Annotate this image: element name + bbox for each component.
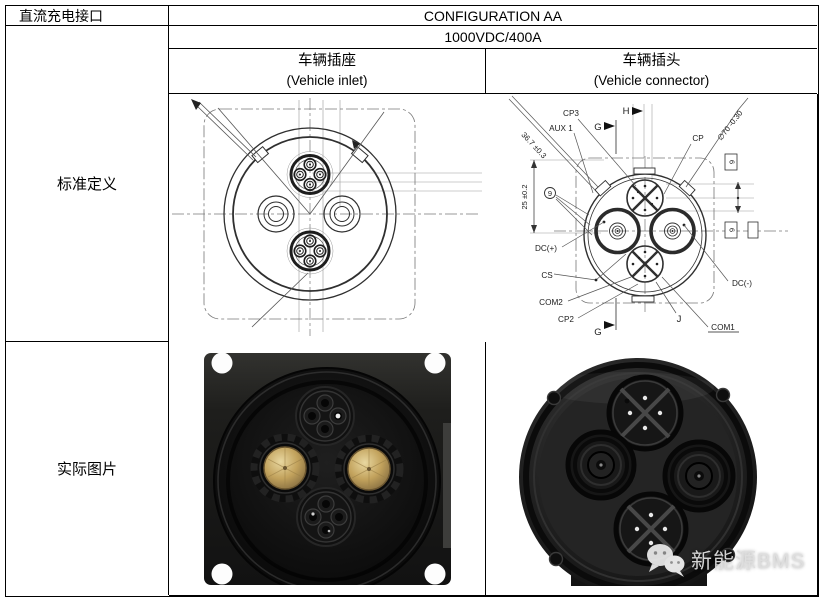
connector-dc-plus-contact <box>594 207 641 255</box>
inlet-flag-mark <box>352 140 360 149</box>
standard-definition-label: 标准定义 <box>56 176 117 193</box>
label-circled9: 9 <box>548 189 552 198</box>
connector-header-zh: 车辆插头 <box>622 53 681 70</box>
connector-top-tab <box>633 167 656 175</box>
pin-glint <box>311 512 315 516</box>
cell-rating: 1000VDC/400A <box>169 26 817 49</box>
connector-photo-rim <box>523 362 753 586</box>
inlet-photo-dc-plus-terminal <box>250 433 320 503</box>
rating-value: 1000VDC/400A <box>444 29 542 45</box>
connector-bottom-tab <box>631 295 655 303</box>
label-cp3: CP3 <box>563 109 579 118</box>
inlet-bottom-pin-cluster <box>286 227 334 275</box>
inlet-photo-recess <box>213 367 441 585</box>
connector-photo-rim2 <box>533 372 743 582</box>
wechat-icon <box>647 544 685 577</box>
box-6-top: 6 <box>728 160 737 164</box>
vehicle-inlet-photo <box>204 353 451 585</box>
inlet-top-pin-cluster <box>286 151 334 198</box>
circled9-ring <box>544 187 556 199</box>
inlet-shell-circle <box>223 127 397 301</box>
label-cp: CP <box>692 134 704 143</box>
label-com1: COM1 <box>711 323 735 332</box>
inlet-dc-plus-contact <box>257 195 295 233</box>
inlet-inner-ring <box>232 136 388 292</box>
interface-type-label: 直流充电接口 <box>19 7 103 24</box>
inlet-photo-top-cluster <box>295 386 355 446</box>
connector-flange-outline <box>575 157 715 304</box>
inlet-photo-dc-minus-terminal <box>334 434 404 504</box>
connector-shell-inner <box>587 177 703 293</box>
label-dc-minus: DC(-) <box>732 279 752 288</box>
inlet-photo-side-part <box>443 423 451 548</box>
connector-top-pin-circle <box>626 179 664 217</box>
connector-construction-lines <box>530 104 754 234</box>
pin-glint <box>327 529 331 533</box>
inlet-photo-bottom-cluster <box>296 487 356 547</box>
inlet-dc-minus-contact <box>323 195 361 233</box>
actual-picture-label: 实际图片 <box>56 461 117 478</box>
inlet-photo-rim-step <box>226 380 428 582</box>
connector-photo-dc-minus-recess <box>662 439 736 513</box>
cell-inlet-header: 车辆插座 (Vehicle inlet) <box>169 49 486 94</box>
label-dc-plus: DC(+) <box>535 244 557 253</box>
connector-header-en: (Vehicle connector) <box>593 72 710 88</box>
connector-photo-dc-plus-recess <box>565 429 637 501</box>
connector-photo-top-recess <box>606 374 684 452</box>
label-dia70: ∅70 -0.30 <box>716 108 745 142</box>
vehicle-connector-photo <box>519 358 757 586</box>
inlet-centerlines <box>172 98 479 336</box>
label-g-top: G <box>594 122 601 133</box>
connector-key-notches <box>594 179 696 197</box>
cell-connector-photo: 新能源BMS <box>486 342 817 595</box>
connector-bottom-pin-circle <box>626 245 664 283</box>
inlet-flange-outline <box>203 108 416 320</box>
h-arrow <box>632 107 643 115</box>
connector-dc-minus-contact <box>649 207 696 255</box>
watermark-text: 新能源BMS <box>691 550 806 573</box>
dim-height-group: 25 ±0.2 <box>520 160 537 233</box>
inlet-leader-arrow <box>191 99 201 110</box>
inlet-photo-rim <box>217 371 437 585</box>
connector-spec-table: 直流充电接口 CONFIGURATION AA 标准定义 1000VDC/400… <box>5 5 819 597</box>
vehicle-inlet-drawing <box>172 98 482 336</box>
cell-configuration: CONFIGURATION AA <box>169 6 817 26</box>
inlet-photo-mount-holes <box>211 353 446 585</box>
dim-height-text: 25 ±0.2 <box>520 185 529 210</box>
watermark: 新能源BMS <box>646 542 806 578</box>
label-cp2: CP2 <box>558 315 574 324</box>
connector-photo-bottom-recess <box>613 491 689 567</box>
label-g-bottom: G <box>594 327 601 338</box>
cell-standard-definition: 标准定义 <box>6 26 169 342</box>
pin-glint <box>335 413 341 419</box>
configuration-title: CONFIGURATION AA <box>423 7 563 24</box>
label-j: J <box>677 314 682 325</box>
inlet-header-en: (Vehicle inlet) <box>286 72 368 88</box>
label-com2: COM2 <box>539 298 563 307</box>
label-cs: CS <box>541 271 553 280</box>
cell-interface-type: 直流充电接口 <box>6 6 169 26</box>
connector-photo-screws <box>546 387 736 567</box>
cell-inlet-photo <box>169 342 486 595</box>
inlet-guide-lines <box>195 101 385 328</box>
label-dim367: 36.7 ±0.3 <box>519 130 548 160</box>
box-6-bottom: 6 <box>728 228 737 232</box>
label-h: H <box>623 106 630 117</box>
cs-attach-dot <box>594 278 598 282</box>
g-top-arrow <box>604 122 615 130</box>
cell-actual-picture: 实际图片 <box>6 342 169 595</box>
inlet-header-zh: 车辆插座 <box>298 53 356 70</box>
cell-connector-header: 车辆插头 (Vehicle connector) <box>486 49 817 94</box>
right-dimension-group: 6 6 <box>724 153 759 239</box>
connector-leader-lines <box>508 95 749 328</box>
label-aux1: AUX 1 <box>549 124 573 133</box>
cell-connector-drawing: 25 ±0.2 6 6 CP3 AUX 1 <box>486 94 818 596</box>
g-bottom-arrow <box>604 321 615 329</box>
inlet-construction-lines <box>298 100 482 332</box>
vehicle-connector-drawing: 25 ±0.2 6 6 CP3 AUX 1 <box>508 95 788 338</box>
